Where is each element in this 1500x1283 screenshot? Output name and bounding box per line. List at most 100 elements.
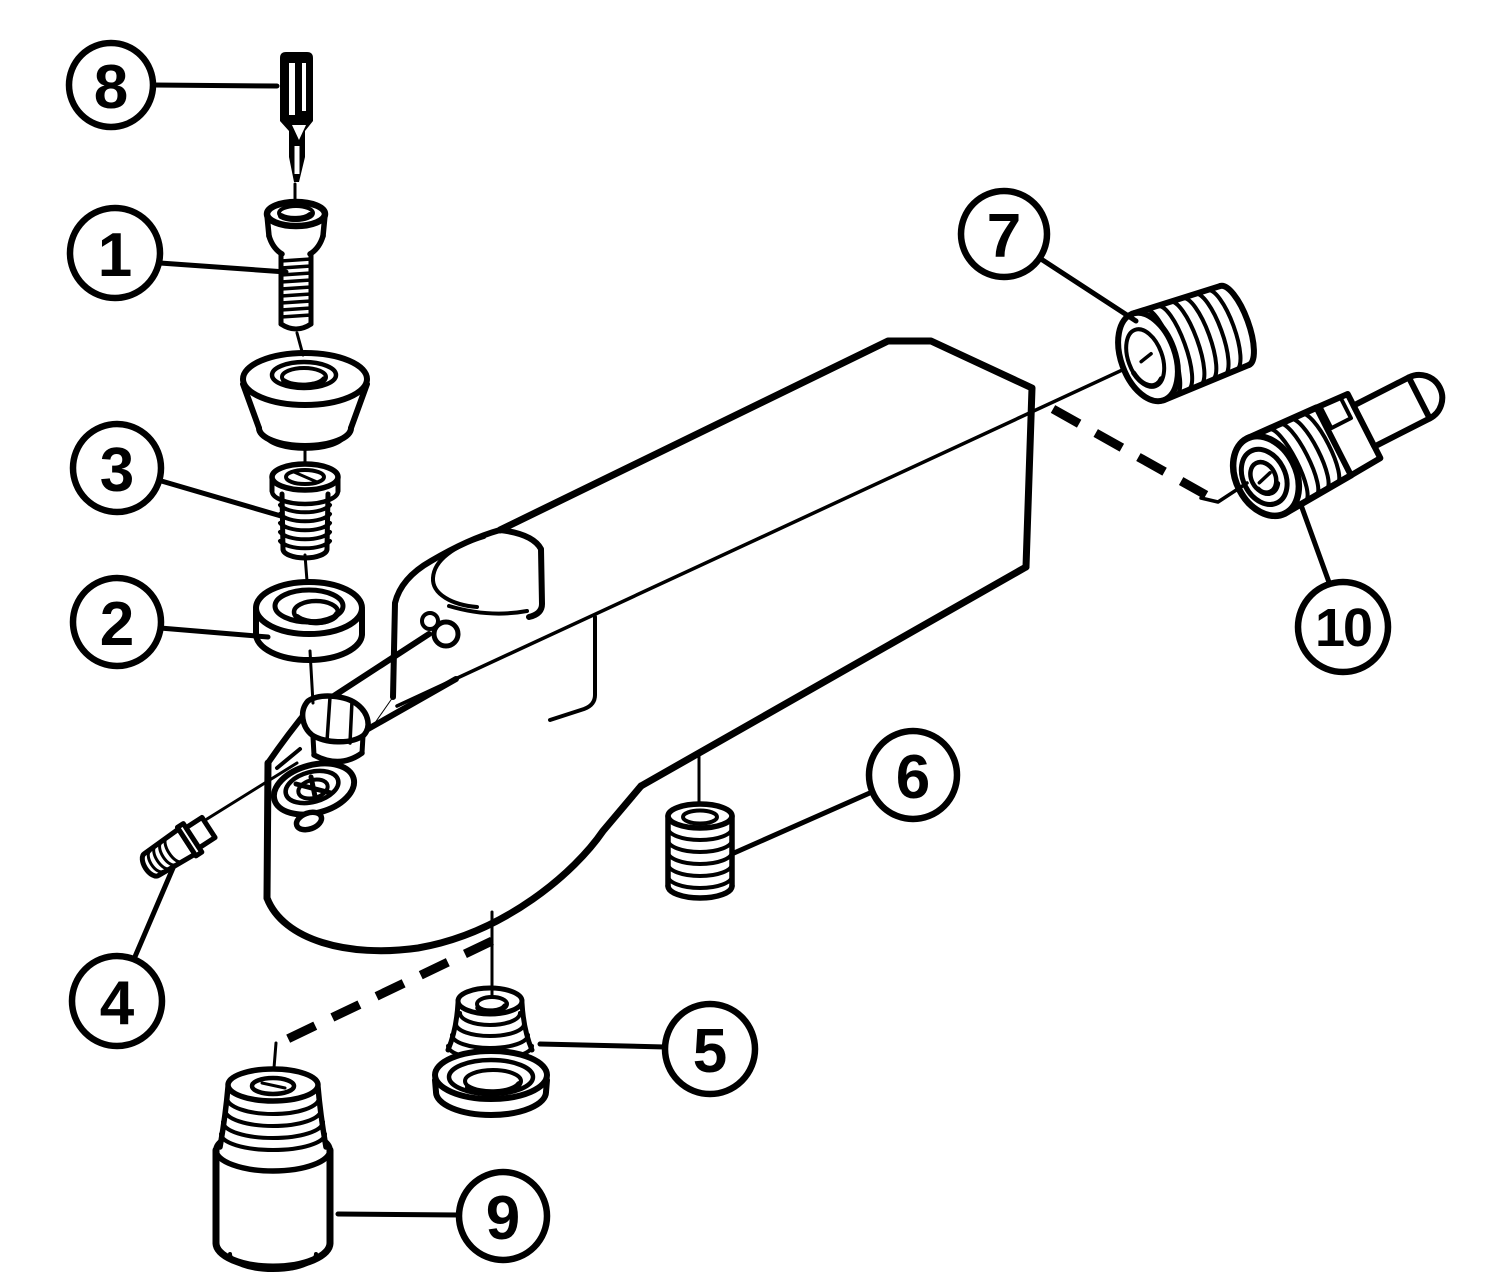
part-8-torx-driver bbox=[280, 52, 313, 182]
callout-9: 9 bbox=[455, 1168, 551, 1264]
callout-1-label: 1 bbox=[98, 221, 132, 290]
cup-top bbox=[240, 350, 370, 408]
driver-flute-right bbox=[302, 63, 306, 111]
callout-5-circle bbox=[661, 1000, 759, 1098]
clamp5-top-shade bbox=[475, 1003, 508, 1014]
callout-4-label: 4 bbox=[100, 969, 135, 1038]
front-face-step bbox=[548, 615, 597, 722]
leader-10 bbox=[1298, 502, 1333, 588]
adapter-center-tick bbox=[260, 1081, 287, 1090]
connector-face-ring bbox=[1238, 446, 1290, 507]
body-top-silhouette bbox=[496, 337, 1036, 571]
shank-pin-large bbox=[431, 619, 461, 649]
callout-7-label: 7 bbox=[987, 202, 1021, 271]
shank-lower-edge bbox=[365, 676, 459, 732]
adapter-cyl-sides bbox=[212, 1146, 334, 1247]
screw-threads bbox=[279, 257, 313, 319]
screw-tip bbox=[278, 321, 314, 332]
callout-6-label: 6 bbox=[896, 743, 930, 812]
cup-sides bbox=[240, 381, 370, 431]
leader-2 bbox=[157, 625, 271, 640]
leader-4 bbox=[131, 865, 176, 962]
head-assembly bbox=[263, 611, 645, 955]
dashed-line-adapter bbox=[275, 936, 494, 1049]
callout-2-circle bbox=[69, 574, 165, 670]
dashed-line-plug bbox=[1050, 405, 1209, 499]
connector-bore-shade bbox=[1255, 481, 1281, 496]
callout-8: 8 bbox=[65, 39, 157, 131]
callout-2: 2 bbox=[69, 574, 165, 670]
callout-9-label: 9 bbox=[486, 1184, 520, 1253]
part-2-bearing-ring bbox=[253, 579, 365, 663]
callout-5: 5 bbox=[661, 1000, 759, 1098]
callout-10: 10 bbox=[1294, 578, 1392, 676]
callout-9-circle bbox=[455, 1168, 551, 1264]
body-left-silhouette bbox=[390, 527, 503, 700]
coolant-centerline bbox=[395, 357, 1148, 708]
leader-lines bbox=[131, 82, 1333, 1218]
screw-neck-cone bbox=[266, 233, 326, 257]
ring-bottom bbox=[253, 631, 365, 663]
driver-tip-flute bbox=[294, 146, 300, 174]
body-bottom-edge bbox=[637, 563, 1030, 790]
callout-3-label: 3 bbox=[100, 436, 134, 505]
insert-bottom-arc bbox=[311, 750, 365, 765]
part-9-adapter bbox=[212, 1066, 334, 1272]
boss-face-link bbox=[275, 747, 302, 770]
part-6-set-screw bbox=[665, 801, 735, 901]
callout-10-circle bbox=[1294, 578, 1392, 676]
leader-6 bbox=[731, 789, 875, 856]
callout-2-label: 2 bbox=[100, 590, 134, 659]
insert-pocket-lines bbox=[325, 695, 354, 745]
slot-right-edge bbox=[497, 527, 545, 620]
seat-cup-washer bbox=[240, 350, 370, 451]
axis-adapter9 bbox=[272, 1041, 278, 1070]
clamp5-threads bbox=[446, 1011, 534, 1061]
leader-3 bbox=[155, 477, 284, 519]
connector-stem bbox=[1350, 374, 1433, 450]
setscrew4-threads bbox=[146, 836, 184, 874]
callout-8-circle bbox=[65, 39, 157, 131]
part-10-coolant-connector bbox=[1229, 371, 1446, 520]
adapter-neck-sides bbox=[217, 1084, 329, 1150]
callout-3-circle bbox=[69, 420, 165, 516]
callout-1-circle bbox=[66, 204, 164, 302]
part-5-clamp-unit bbox=[432, 985, 550, 1118]
connector-collar-notch bbox=[1318, 396, 1353, 431]
setscrew6-bottom bbox=[665, 883, 735, 901]
leader-8 bbox=[150, 82, 280, 89]
dashed-tail-connector bbox=[1199, 481, 1249, 504]
callout-4: 4 bbox=[68, 952, 166, 1050]
setscrew6-socket bbox=[681, 808, 719, 826]
leader-5 bbox=[537, 1041, 668, 1050]
sleeve-neck-sides bbox=[279, 491, 331, 552]
body-fill bbox=[266, 340, 1033, 952]
plug-end-cap bbox=[1217, 282, 1257, 369]
axis-screw-cup bbox=[295, 331, 305, 357]
callout-4-circle bbox=[68, 952, 166, 1050]
callout-6: 6 bbox=[865, 727, 961, 823]
callout-8-label: 8 bbox=[94, 53, 128, 122]
plug-silhouette bbox=[1129, 283, 1252, 404]
adapter-bottom-rim bbox=[228, 1252, 318, 1272]
part-1-clamp-screw bbox=[263, 198, 329, 332]
callout-7-circle bbox=[957, 187, 1051, 281]
callout-10-label: 10 bbox=[1315, 598, 1371, 658]
clamp5-rim-bottom bbox=[433, 1089, 549, 1118]
callouts: 1 2 3 4 5 6 7 8 bbox=[65, 39, 1392, 1264]
coolant-outlet-hole bbox=[293, 809, 325, 833]
insert-side-faces bbox=[310, 733, 366, 758]
ring-bore-shade bbox=[294, 611, 340, 626]
driver-flute-left bbox=[289, 63, 295, 115]
leader-9 bbox=[335, 1211, 462, 1218]
callout-3: 3 bbox=[69, 420, 165, 516]
sleeve-slot-tick bbox=[292, 470, 319, 484]
callout-7: 7 bbox=[957, 187, 1051, 281]
adapter-neck-threads bbox=[219, 1096, 327, 1152]
part-3-spring-sleeve bbox=[269, 461, 341, 561]
callout-5-label: 5 bbox=[693, 1017, 727, 1086]
driver-notch bbox=[292, 125, 306, 140]
assembly-axis-lines bbox=[205, 182, 1249, 1070]
adapter-neck-hole bbox=[249, 1075, 297, 1097]
